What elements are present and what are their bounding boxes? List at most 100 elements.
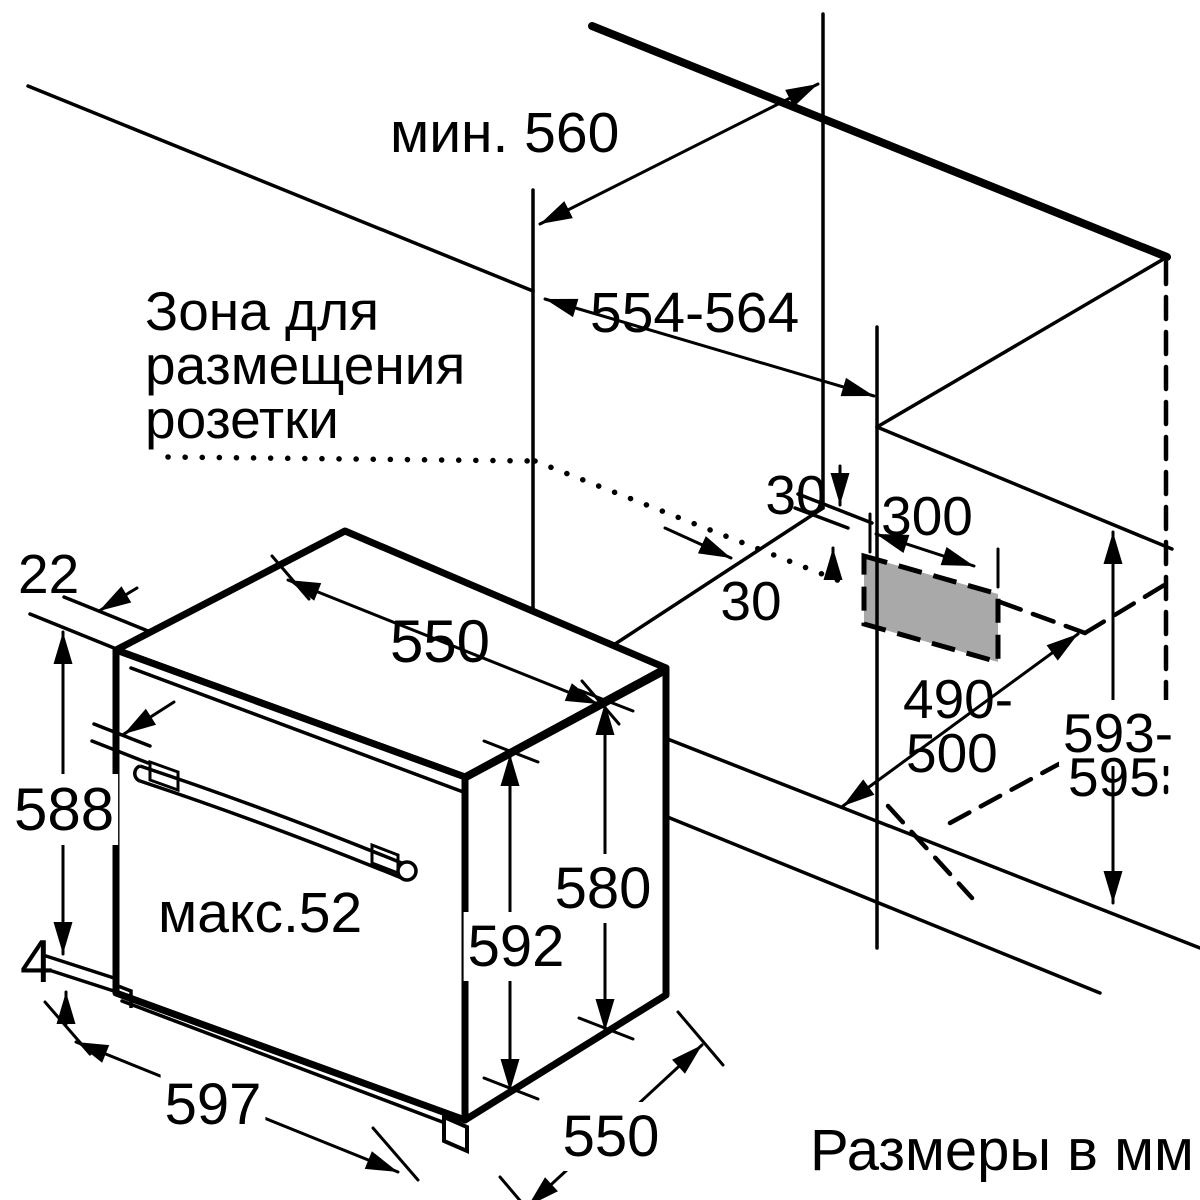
handle-bracket: [148, 759, 180, 793]
extension-tick: [577, 1016, 635, 1041]
label-background: [558, 1102, 664, 1171]
label-592: 592: [468, 914, 565, 979]
dimension-line: [538, 82, 820, 226]
arrowhead-icon: [595, 999, 615, 1031]
arrowhead-icon: [1103, 871, 1123, 903]
arrowhead-icon: [830, 473, 850, 505]
arrowhead-icon: [564, 683, 598, 704]
label-background: [10, 774, 119, 845]
label-zona-2: размещения: [145, 334, 465, 396]
cabinet-edge-line: [796, 492, 874, 525]
label-zona-1: Зона для: [145, 280, 379, 342]
arrowhead-icon: [840, 377, 874, 397]
extension-tick: [482, 739, 540, 764]
socket-zone-area: [861, 552, 1001, 666]
label-580: 580: [555, 856, 652, 921]
extension-tick: [270, 554, 311, 601]
extension-line: [90, 739, 150, 765]
label-background: [463, 912, 569, 981]
oven-detail-line: [129, 666, 468, 795]
extension-tick: [43, 1000, 92, 1056]
label-595: 595: [1068, 746, 1160, 808]
label-4: 4: [20, 928, 53, 995]
label-backgrounds: [10, 700, 1178, 1171]
arrowhead-icon: [500, 1059, 520, 1091]
oven-foot: [442, 1113, 469, 1155]
label-background: [1059, 700, 1178, 766]
label-min-560: мин. 560: [390, 101, 619, 165]
dimension-line: [286, 578, 600, 706]
oven-detail-line: [120, 999, 463, 1131]
label-22: 22: [18, 543, 79, 605]
door-handle: [139, 779, 405, 881]
label-units: Размеры в мм: [810, 1118, 1194, 1183]
arrowhead-icon: [53, 922, 73, 954]
dimension-line: [543, 297, 876, 398]
arrowhead-icon: [876, 534, 910, 553]
countertop-edge-line: [588, 22, 1171, 261]
extension-tick: [371, 1126, 420, 1182]
arrowhead-icon: [540, 201, 573, 224]
hidden-edge-dashed-line: [997, 599, 1088, 636]
label-588: 588: [14, 776, 114, 843]
arrowhead-icon: [785, 84, 818, 107]
extension-line: [92, 722, 152, 748]
door-handle-cap: [133, 764, 141, 783]
oven-plinth-notch: [112, 982, 133, 1008]
extension-tick: [580, 679, 621, 726]
cabinet-edge-line: [610, 506, 825, 648]
arrowhead-icon: [53, 632, 73, 664]
label-593: 593-: [1063, 702, 1173, 764]
arrowhead-icon: [1046, 634, 1078, 661]
arrowhead-icon: [545, 298, 579, 318]
label-490: 490-: [903, 668, 1013, 730]
arrowhead-icon: [99, 586, 132, 611]
cabinet-niche-lines: [26, 12, 1200, 995]
hidden-edge-dashed-line: [885, 803, 975, 901]
cabinet-edge-line: [793, 506, 850, 530]
extension-line: [44, 954, 116, 980]
cabinet-edge-line: [875, 255, 1169, 429]
arrowhead-icon: [531, 1177, 558, 1200]
arrowhead-icon: [843, 779, 875, 806]
arrowhead-icon: [364, 1151, 398, 1172]
label-500: 500: [906, 722, 998, 784]
label-background: [160, 1070, 266, 1139]
door-handle: [139, 764, 405, 866]
extension-line: [28, 612, 116, 650]
label-550-bottom: 550: [563, 1104, 660, 1169]
label-max-52: макс.52: [158, 881, 362, 945]
socket-zone-dotted-line: [165, 454, 538, 464]
extension-tick: [498, 1175, 522, 1200]
cabinet-edge-line: [26, 84, 535, 293]
arrowhead-icon: [823, 548, 843, 580]
label-550-top: 550: [390, 608, 490, 675]
arrowhead-icon: [500, 754, 520, 786]
label-background: [550, 854, 656, 923]
label-300: 300: [881, 485, 973, 547]
oven-detail-line: [465, 673, 663, 781]
socket-zone-dotted-line: [532, 458, 853, 588]
cabinet-edge-line: [875, 425, 1174, 551]
cabinet-edge-line: [663, 814, 1102, 995]
dimension-lines: [28, 82, 1123, 1200]
arrowhead-icon: [124, 708, 157, 734]
arrowhead-icon: [1103, 532, 1123, 564]
label-zona-3: розетки: [145, 388, 339, 450]
label-30-side: 30: [720, 570, 781, 632]
arrowhead-icon: [672, 1045, 702, 1074]
extension-line: [50, 969, 122, 995]
extension-tick: [577, 688, 635, 713]
label-30-top: 30: [765, 464, 826, 526]
extension-tick: [482, 1076, 540, 1101]
extension-tick: [676, 1010, 725, 1067]
socket-placement-zone: [861, 552, 1001, 666]
oven-body-face: [112, 646, 469, 1124]
cabinet-edge-line: [663, 736, 1200, 950]
arrowhead-icon: [595, 703, 615, 735]
door-handle-end: [396, 860, 418, 882]
label-554-564: 554-564: [590, 281, 799, 345]
dimension-labels: мин. 560 554-564 Зона дляразмещениярозетки…: [14, 101, 1194, 1183]
